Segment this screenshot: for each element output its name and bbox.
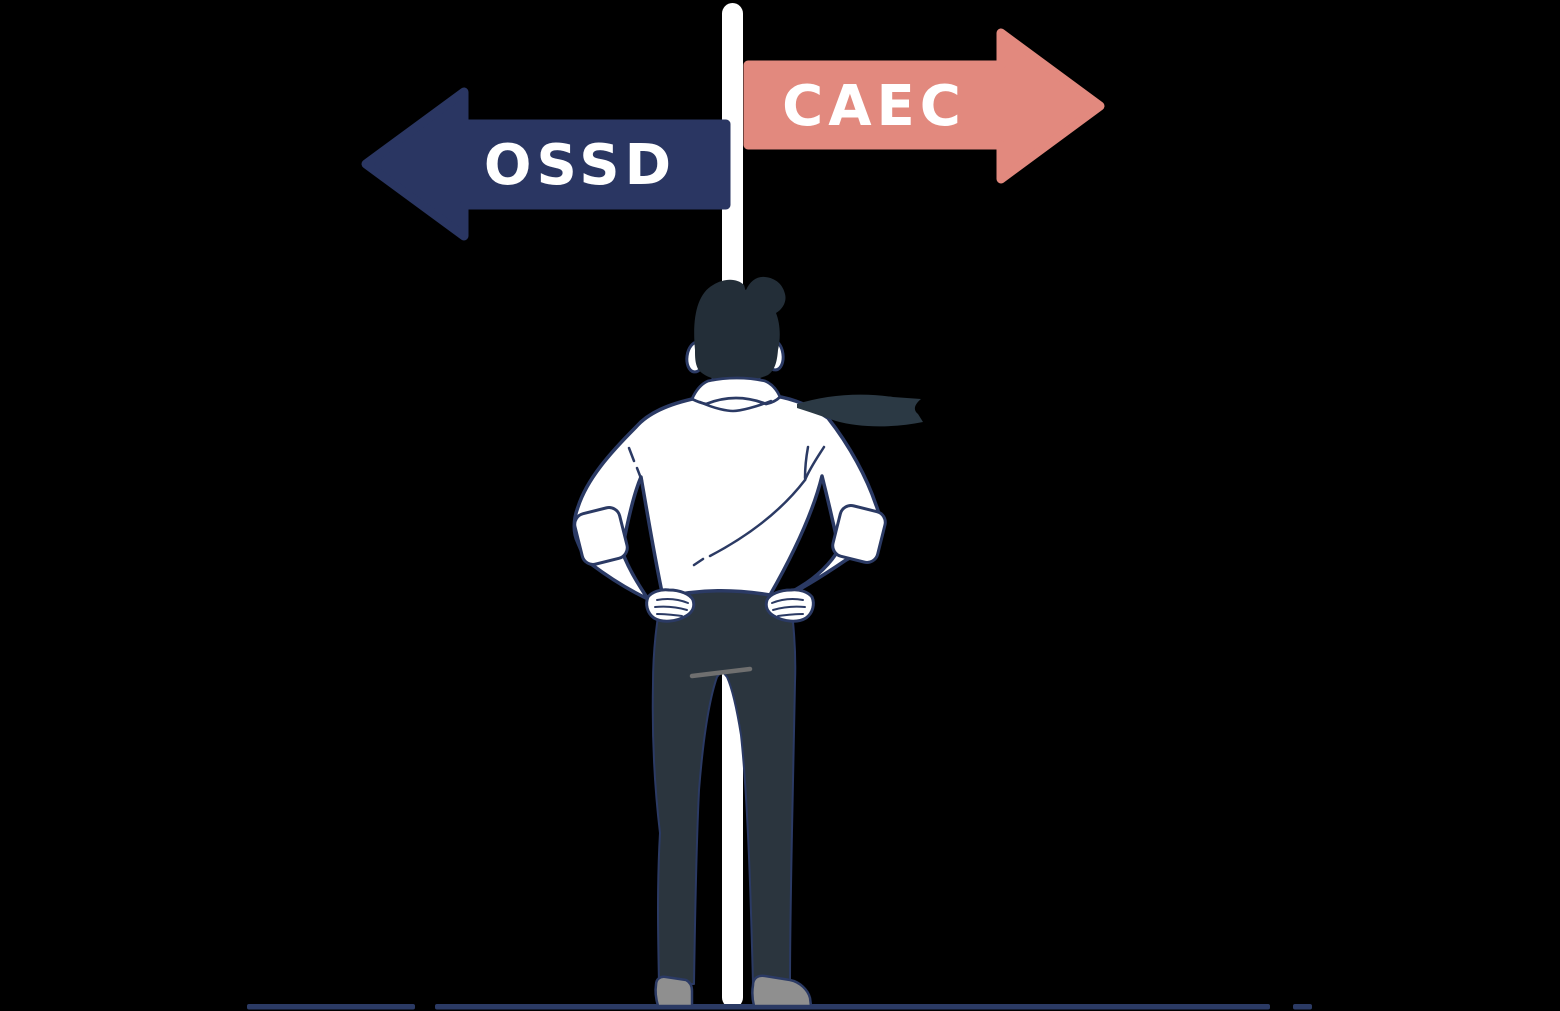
seam-dash (692, 557, 705, 567)
seam-diagonal (708, 478, 807, 558)
pants (651, 590, 797, 985)
ossd-label: OSSD (484, 133, 676, 198)
collar-v-line (698, 399, 773, 413)
right-shoe (751, 974, 813, 1008)
ossd-arrow-sign: OSSD (361, 87, 731, 241)
left-hand-finger-lines (654, 598, 689, 617)
hair (694, 276, 786, 381)
right-arrow-icon (743, 28, 1105, 184)
hands (645, 588, 815, 623)
left-armpit-dash-1 (627, 446, 636, 463)
ground-line (247, 1004, 1312, 1010)
tie (797, 394, 923, 427)
right-hand-finger-lines (771, 598, 806, 617)
caec-arrow-sign: CAEC (743, 28, 1105, 184)
man-figure (572, 276, 923, 1008)
right-hand (764, 588, 815, 623)
ground-line-dash-right (1293, 1004, 1312, 1010)
ground-line-segment-left (247, 1004, 415, 1010)
seam-v-left (803, 445, 810, 480)
left-arrow-icon (361, 87, 731, 241)
left-sleeve-cuff (573, 506, 629, 566)
left-hand (645, 588, 696, 623)
seam-v-right (803, 445, 826, 482)
ground-line-segment-main (435, 1004, 1270, 1010)
right-sleeve-cuff (831, 504, 887, 564)
crotch-dash (689, 666, 753, 679)
shirt-seam-lines (627, 445, 826, 567)
caec-label: CAEC (782, 74, 966, 139)
left-shoe (654, 975, 694, 1008)
left-armpit-dash-2 (635, 466, 644, 483)
